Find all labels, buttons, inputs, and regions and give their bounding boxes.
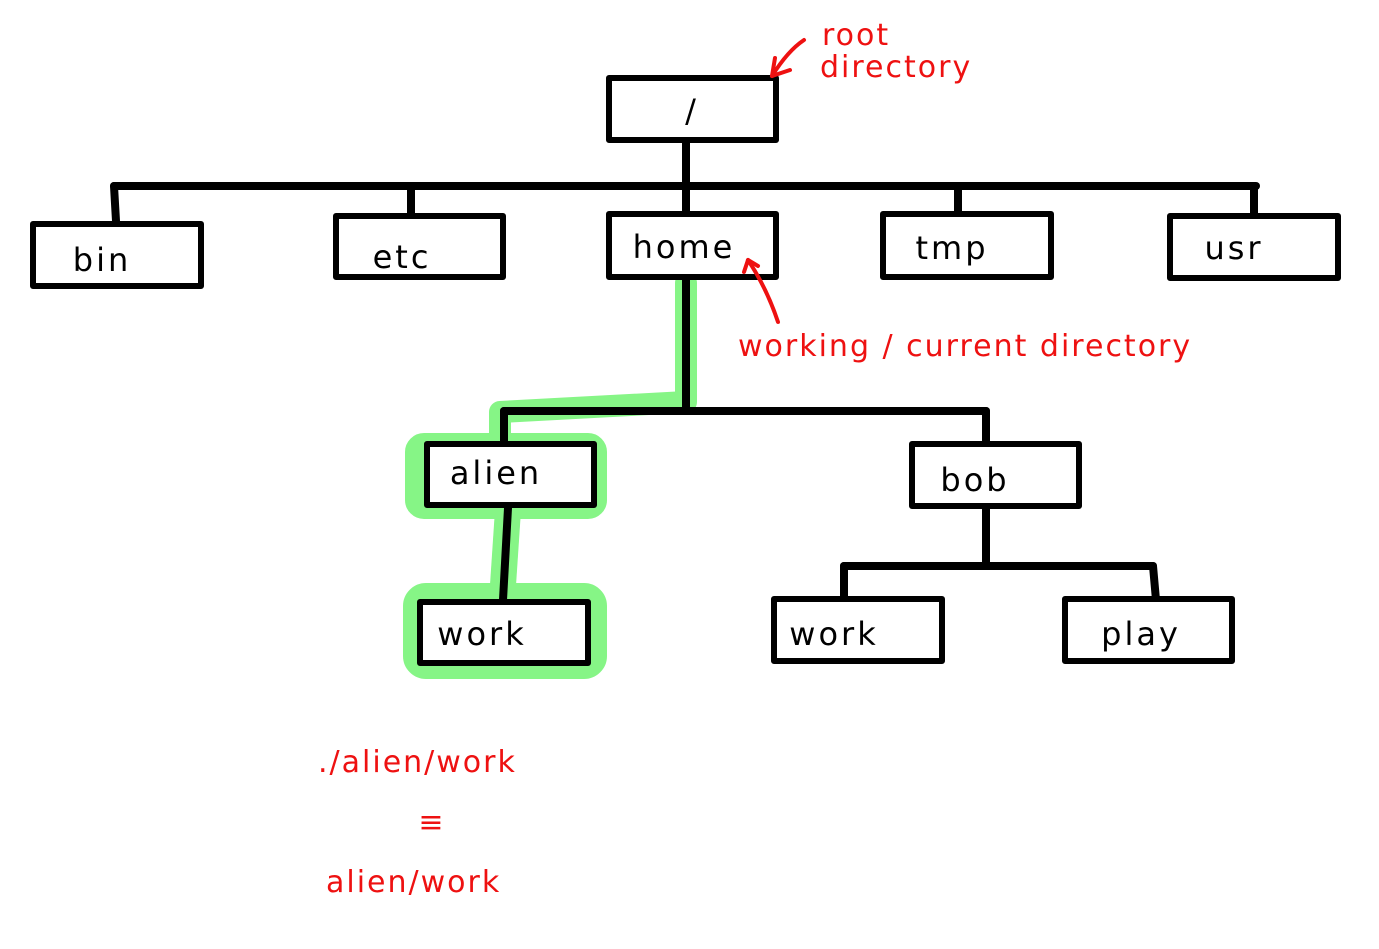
connector-alien-work <box>499 504 512 604</box>
tmp-box <box>880 211 1054 280</box>
directory-boxes <box>30 75 1341 666</box>
alien-box <box>424 441 597 508</box>
play-label: play <box>1101 615 1181 653</box>
connector-bin <box>110 182 120 225</box>
directory-labels: / bin etc home tmp usr alien bob work wo… <box>73 92 1263 653</box>
connector-bob-play <box>1149 562 1160 604</box>
bob-box <box>909 441 1082 509</box>
root-note-line2: directory <box>820 50 972 85</box>
equivalence-symbol: ≡ <box>418 805 445 840</box>
home-box <box>606 211 779 280</box>
bob-work-box <box>771 596 945 664</box>
bin-label: bin <box>73 241 131 279</box>
root-box <box>606 75 779 143</box>
bin-box <box>30 221 204 289</box>
usr-label: usr <box>1204 229 1263 267</box>
alien-label: alien <box>450 454 542 492</box>
alien-work-label: work <box>437 615 526 653</box>
root-label: / <box>685 92 699 130</box>
home-label: home <box>633 228 736 266</box>
tree-connectors <box>110 137 1260 604</box>
etc-label: etc <box>373 238 432 276</box>
annotations: root directory working / current directo… <box>318 18 1192 900</box>
usr-box <box>1167 213 1341 281</box>
etc-box <box>333 213 506 280</box>
root-arrow <box>770 38 806 78</box>
tmp-label: tmp <box>915 229 988 267</box>
play-box <box>1062 596 1235 664</box>
working-arrow <box>742 258 780 324</box>
bob-label: bob <box>940 461 1009 499</box>
highlight-stroke-connector <box>489 272 697 459</box>
bob-work-label: work <box>789 615 878 653</box>
alien-work-box <box>417 599 591 666</box>
short-path-text: alien/work <box>326 865 501 900</box>
working-note: working / current directory <box>738 329 1192 364</box>
root-note-line1: root <box>822 18 890 53</box>
relative-path-text: ./alien/work <box>318 745 517 780</box>
